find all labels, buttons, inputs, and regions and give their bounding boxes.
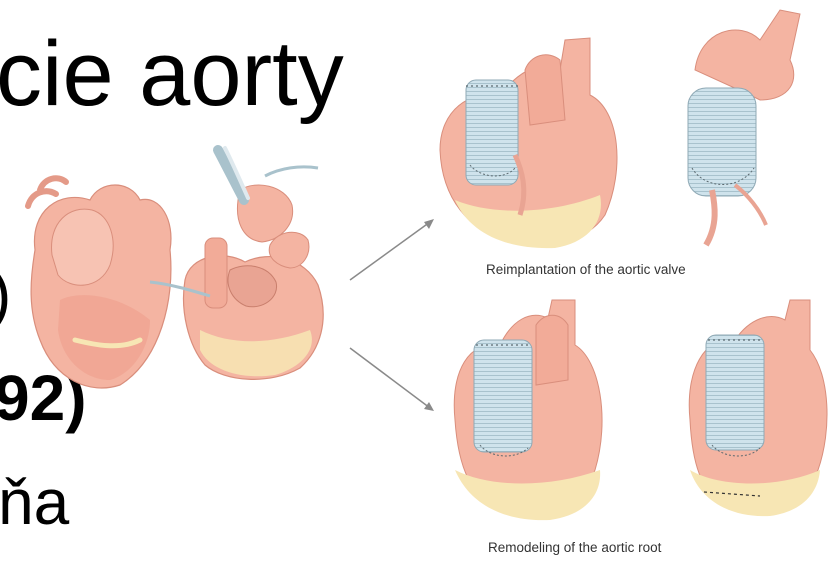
- remodeling-view-2: [689, 300, 827, 516]
- remodeling-view-1: [454, 300, 602, 520]
- native-heart-illustration: [28, 178, 171, 388]
- reimplantation-view-1: [440, 38, 617, 248]
- opened-heart-illustration: [150, 148, 323, 379]
- caption-reimplantation: Reimplantation of the aortic valve: [486, 262, 686, 277]
- caption-remodeling: Remodeling of the aortic root: [488, 540, 661, 555]
- procedure-arrows: [350, 219, 434, 411]
- reimplantation-view-2: [688, 10, 800, 245]
